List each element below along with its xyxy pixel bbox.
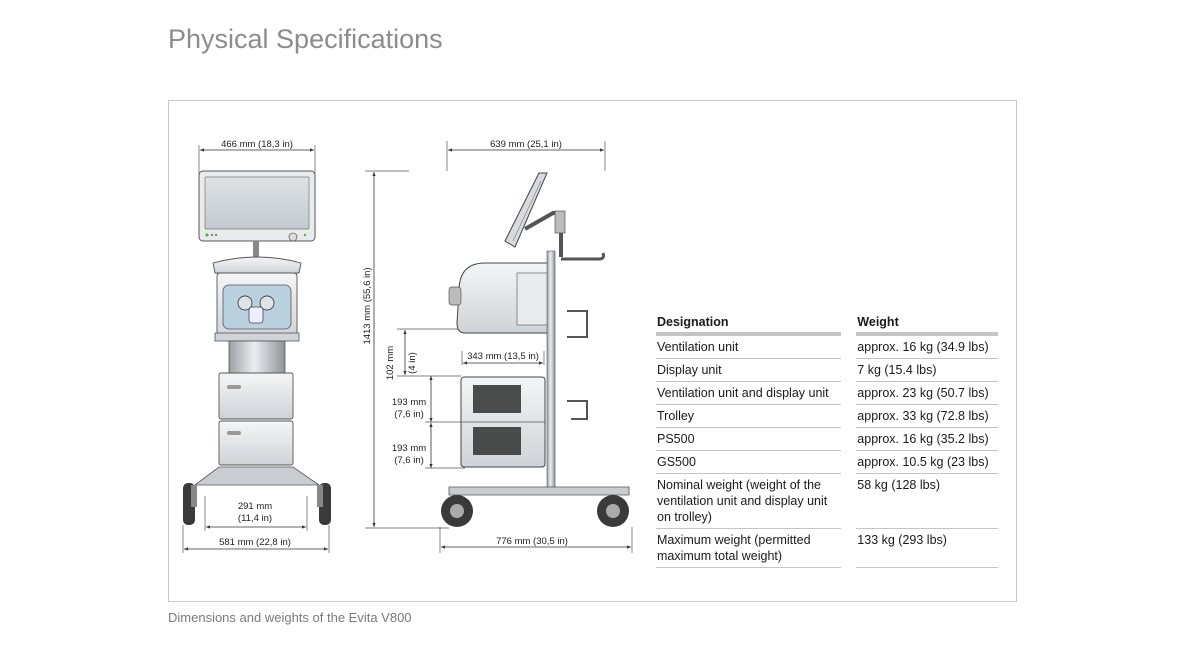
table-row: PS500 approx. 16 kg (35.2 lbs) [656, 427, 998, 451]
weights-table-header: Designation Weight [656, 315, 998, 336]
table-row: Ventilation unit approx. 16 kg (34.9 lbs… [656, 334, 998, 359]
front-inner-width-in-label: (11,4 in) [238, 513, 272, 524]
row-weight: 7 kg (15.4 lbs) [856, 358, 998, 382]
row-designation: Trolley [656, 404, 842, 428]
row-weight: 58 kg (128 lbs) [856, 473, 998, 529]
side-shelf-height-mm-label: 102 mm [385, 346, 396, 380]
figure-caption: Dimensions and weights of the Evita V800 [168, 610, 412, 625]
row-designation: PS500 [656, 427, 842, 451]
row-designation: Ventilation unit [656, 334, 842, 359]
header-weight: Weight [856, 315, 998, 336]
table-row: Nominal weight (weight of the ventilatio… [656, 473, 998, 529]
row-designation: Maximum weight (permitted maximum total … [656, 528, 842, 568]
row-weight: approx. 16 kg (35.2 lbs) [856, 427, 998, 451]
side-shelf-height-in-label: (4 in) [407, 352, 418, 374]
drawer2-mm-label: 193 mm [392, 443, 426, 454]
side-top-width-label: 639 mm (25,1 in) [490, 139, 562, 150]
drawer1-mm-label: 193 mm [392, 397, 426, 408]
side-base-width-label: 776 mm (30,5 in) [496, 536, 568, 547]
row-designation: Display unit [656, 358, 842, 382]
side-drawer-depth-label: 343 mm (13,5 in) [467, 351, 539, 362]
row-weight: approx. 23 kg (50.7 lbs) [856, 381, 998, 405]
side-height-label: 1413 mm (55,6 in) [362, 267, 373, 344]
device-drawing: 466 mm (18,3 in) [182, 139, 633, 553]
figure-box: 466 mm (18,3 in) [168, 100, 1017, 602]
table-row: Ventilation unit and display unit approx… [656, 381, 998, 405]
row-weight: approx. 33 kg (72.8 lbs) [856, 404, 998, 428]
weights-table: Designation Weight Ventilation unit appr… [656, 315, 998, 568]
table-row: Maximum weight (permitted maximum total … [656, 528, 998, 568]
front-base-width-label: 581 mm (22,8 in) [219, 537, 291, 548]
drawer2-in-label: (7,6 in) [394, 455, 424, 466]
front-inner-width-label: 291 mm [238, 501, 272, 512]
table-row: Display unit 7 kg (15.4 lbs) [656, 358, 998, 382]
front-width-top-label: 466 mm (18,3 in) [221, 139, 293, 150]
table-row: Trolley approx. 33 kg (72.8 lbs) [656, 404, 998, 428]
row-designation: Nominal weight (weight of the ventilatio… [656, 473, 842, 529]
header-designation: Designation [656, 315, 842, 336]
row-weight: approx. 16 kg (34.9 lbs) [856, 334, 998, 359]
front-view: 466 mm (18,3 in) [182, 139, 331, 553]
table-row: GS500 approx. 10.5 kg (23 lbs) [656, 450, 998, 474]
drawer1-in-label: (7,6 in) [394, 409, 424, 420]
side-view: 639 mm (25,1 in) 1413 mm (55,6 in) 102 m… [362, 139, 633, 553]
row-designation: GS500 [656, 450, 842, 474]
row-designation: Ventilation unit and display unit [656, 381, 842, 405]
row-weight: approx. 10.5 kg (23 lbs) [856, 450, 998, 474]
page-title: Physical Specifications [168, 24, 443, 54]
row-weight: 133 kg (293 lbs) [856, 528, 998, 568]
